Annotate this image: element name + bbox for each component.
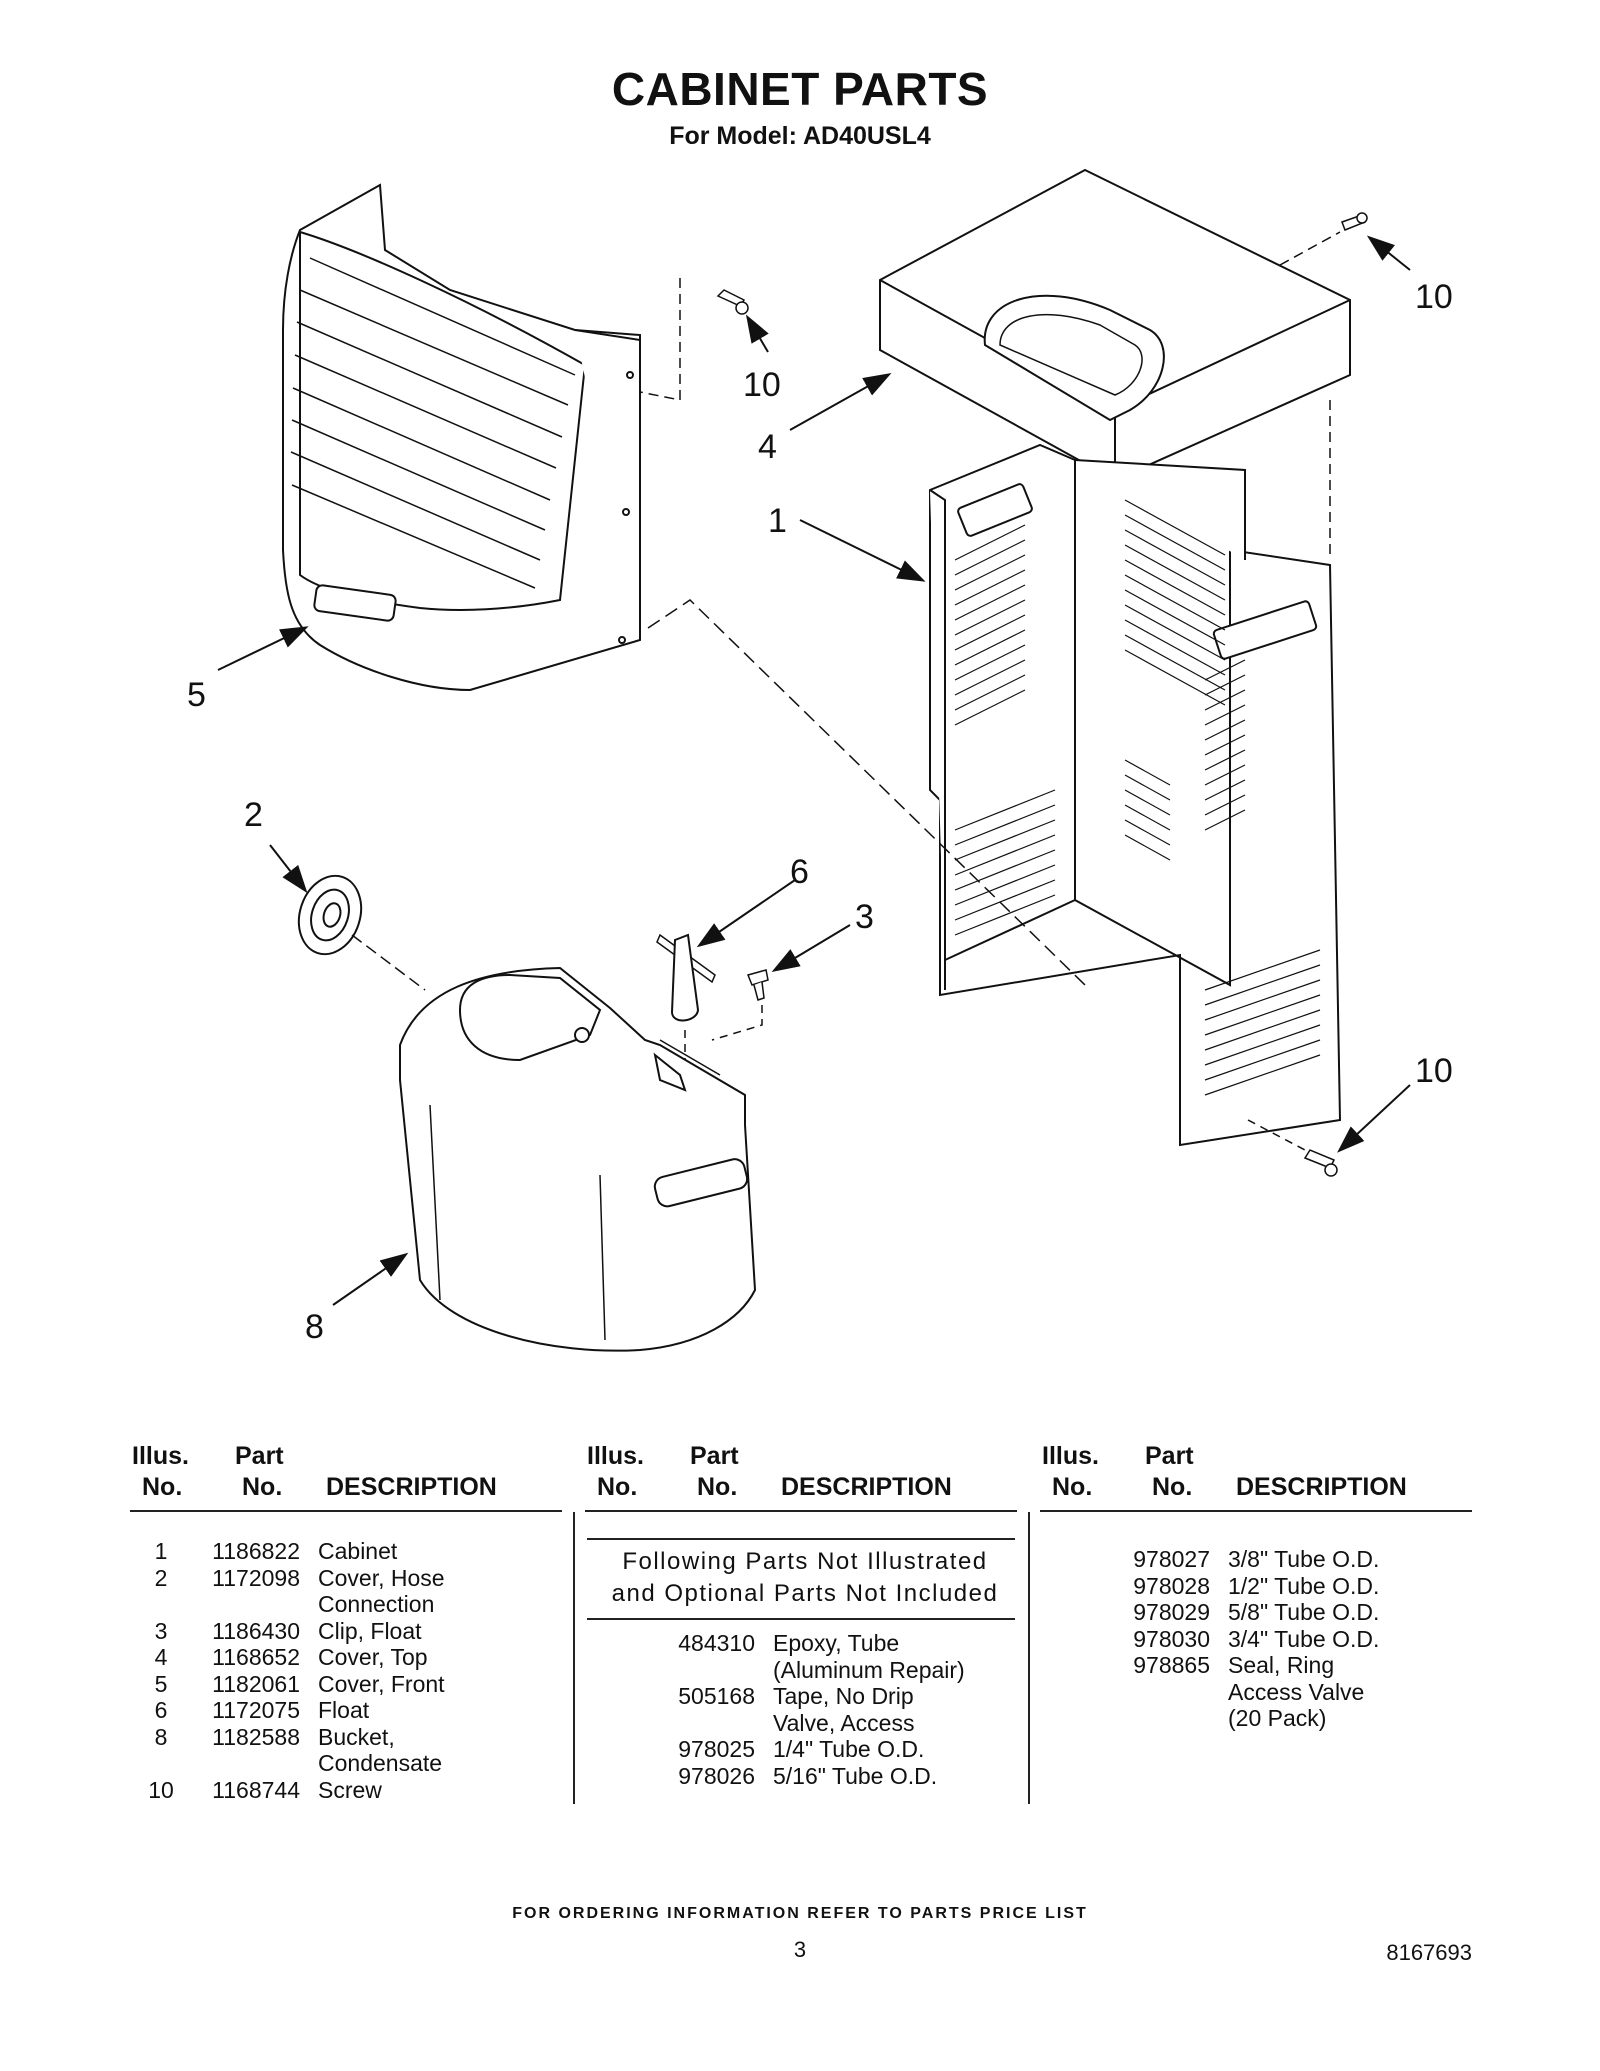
screw-part-10-upper-left	[716, 289, 749, 315]
page-number: 3	[793, 1937, 807, 1962]
not-illustrated-bottom-rule	[587, 1618, 1015, 1620]
not-illustrated-line1: Following Parts Not Illustrated	[622, 1548, 988, 1575]
float-clip-part-3	[746, 969, 769, 1001]
callout-5: 5	[187, 676, 206, 714]
screw-part-10-upper-right	[1341, 212, 1368, 231]
callout-3: 3	[855, 898, 874, 936]
hose-cover-part-2	[297, 874, 363, 956]
callout-1: 1	[768, 502, 787, 540]
top-cover-part-4	[879, 168, 1351, 482]
float-part-6	[656, 933, 716, 1022]
header-illus-no: No.	[597, 1473, 638, 1501]
screw-part-10-lower-right	[1303, 1149, 1338, 1177]
header-illus: Illus.	[587, 1442, 644, 1470]
callout-8: 8	[305, 1308, 324, 1346]
callout-6: 6	[790, 853, 809, 891]
ordering-note: FOR ORDERING INFORMATION REFER TO PARTS …	[512, 1905, 1088, 1922]
not-illustrated-note: Following Parts Not Illustrated and Opti…	[585, 1546, 1025, 1610]
callout-4: 4	[758, 428, 777, 466]
table-header: Illus. No. Part No. DESCRIPTION	[130, 1440, 562, 1512]
header-description: DESCRIPTION	[326, 1473, 497, 1501]
not-illustrated-top-rule	[587, 1538, 1015, 1540]
header-description: DESCRIPTION	[781, 1473, 952, 1501]
column-divider	[573, 1512, 575, 1804]
page-title: CABINET PARTS	[611, 63, 989, 115]
header-part: Part	[235, 1442, 284, 1470]
column-divider	[1028, 1512, 1030, 1804]
callout-10-upper-left: 10	[743, 366, 781, 404]
header-description: DESCRIPTION	[1236, 1473, 1407, 1501]
exploded-view-diagram: 10 10 10 4 1 5 2 6 3 8	[187, 168, 1453, 1352]
header-part-no: No.	[697, 1473, 738, 1501]
model-subtitle: For Model: AD40USL4	[669, 122, 931, 150]
header-illus-no: No.	[1052, 1473, 1093, 1501]
header-part-no: No.	[1152, 1473, 1193, 1501]
cabinet-part-1	[929, 443, 1342, 1147]
document-number: 8167693	[1386, 1940, 1472, 1965]
header-illus: Illus.	[1042, 1442, 1099, 1470]
header-part: Part	[1145, 1442, 1194, 1470]
table-header: Illus. No. Part No. DESCRIPTION	[1040, 1440, 1472, 1512]
header-part: Part	[690, 1442, 739, 1470]
table-header: Illus. No. Part No. DESCRIPTION	[585, 1440, 1017, 1512]
not-illustrated-line2: and Optional Parts Not Included	[611, 1580, 999, 1607]
callout-10-upper-right: 10	[1415, 278, 1453, 316]
parts-table-col2: Illus. No. Part No. DESCRIPTION Followin…	[585, 1440, 1017, 1789]
front-cover-part-5	[282, 183, 641, 692]
header-illus-no: No.	[142, 1473, 183, 1501]
bucket-part-8	[399, 966, 757, 1352]
callout-2: 2	[244, 796, 263, 834]
header-part-no: No.	[242, 1473, 283, 1501]
callout-10-lower-right: 10	[1415, 1052, 1453, 1090]
header-illus: Illus.	[132, 1442, 189, 1470]
